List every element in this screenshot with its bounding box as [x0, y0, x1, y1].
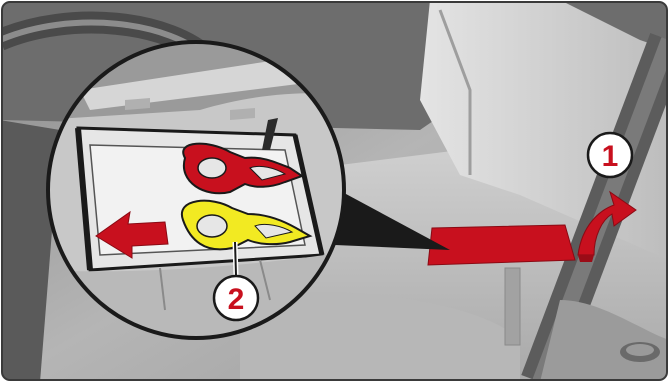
red-cover-panel	[428, 225, 575, 265]
callout-1: 1	[588, 133, 632, 177]
callout-2-label: 2	[228, 283, 245, 316]
callout-1-label: 1	[602, 140, 619, 173]
